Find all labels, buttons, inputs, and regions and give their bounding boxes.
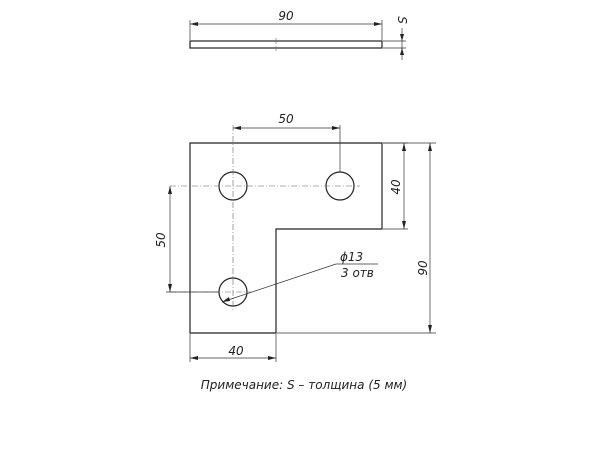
thickness-arrow-top bbox=[400, 34, 404, 41]
arrow-lw-bottom bbox=[402, 221, 406, 229]
hole-count-label: 3 отв bbox=[341, 266, 374, 280]
hole-spacing-horizontal-label: 50 bbox=[278, 112, 294, 126]
arrow-right bbox=[374, 22, 382, 26]
arrow-vs-bottom bbox=[168, 284, 172, 292]
leg-width-bottom-label: 40 bbox=[228, 344, 244, 358]
arrow-hs-left bbox=[233, 126, 241, 130]
arrow-left bbox=[190, 22, 198, 26]
arrow-lb-left bbox=[190, 356, 198, 360]
arrow-hs-right bbox=[332, 126, 340, 130]
plate-edge-view bbox=[189, 40, 383, 49]
hole-spacing-vertical-label: 50 bbox=[154, 232, 168, 248]
arrow-oh-top bbox=[428, 143, 432, 151]
hole-leader-diagonal bbox=[221, 263, 337, 303]
top-length-label: 90 bbox=[278, 9, 294, 23]
thickness-label: S bbox=[395, 16, 409, 24]
hole-diameter-label: ϕ13 bbox=[340, 250, 363, 264]
hole-leader-arrow bbox=[222, 297, 230, 302]
top-view: 90 S bbox=[189, 9, 409, 60]
overall-height-label: 90 bbox=[416, 260, 430, 276]
arrow-lb-right bbox=[268, 356, 276, 360]
leg-width-right-label: 40 bbox=[389, 179, 403, 195]
arrow-oh-bottom bbox=[428, 325, 432, 333]
arrow-vs-top bbox=[168, 186, 172, 194]
arrow-lw-top bbox=[402, 143, 406, 151]
thickness-arrow-bottom bbox=[400, 48, 404, 55]
thickness-note: Примечание: S – толщина (5 мм) bbox=[201, 378, 407, 392]
l-plate-outline bbox=[189, 142, 383, 334]
main-view: 50 40 90 50 40 ϕ13 3 отв bbox=[154, 112, 436, 362]
